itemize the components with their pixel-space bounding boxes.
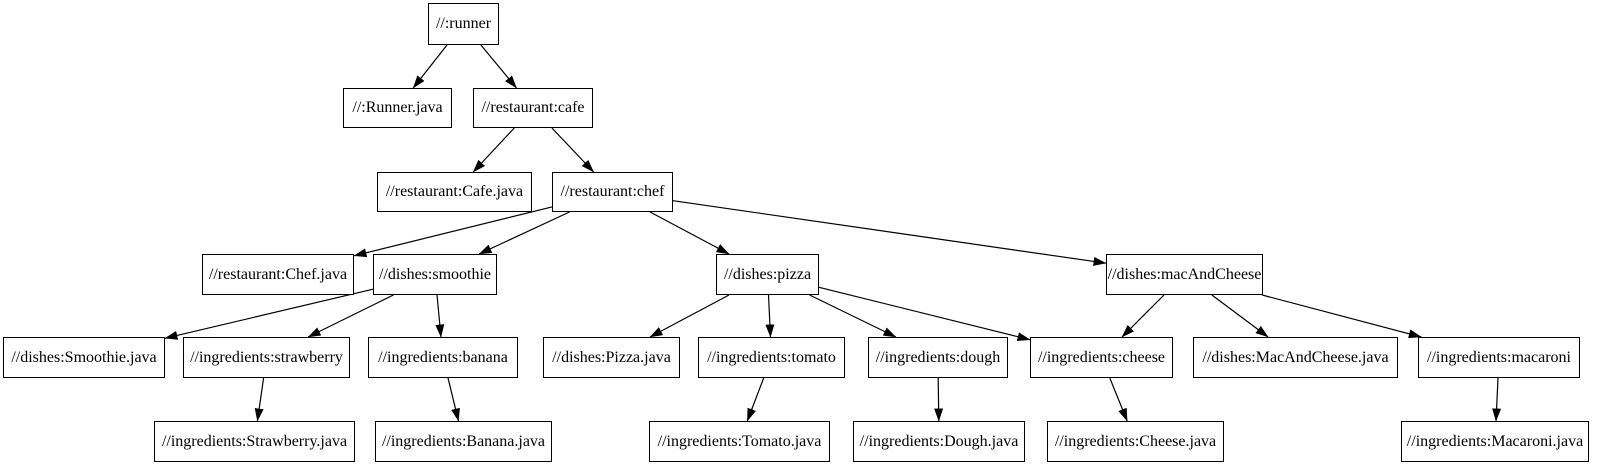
graph-node-mac-and-cheese: //dishes:macAndCheese xyxy=(1106,254,1263,295)
graph-edge-smoothie-to-banana xyxy=(435,294,445,338)
graph-node-macaroni-java: //ingredients:Macaroni.java xyxy=(1401,421,1589,462)
graph-edge-runner-to-cafe xyxy=(480,44,517,89)
graph-edge-pizza-to-dough xyxy=(809,294,897,338)
graph-edge-tomato-to-tomato-java xyxy=(746,377,765,422)
graph-edge-smoothie-to-strawberry xyxy=(307,294,394,338)
graph-node-chef: //restaurant:chef xyxy=(552,172,673,212)
graph-node-tomato-java: //ingredients:Tomato.java xyxy=(649,421,830,462)
graph-node-strawberry: //ingredients:strawberry xyxy=(183,337,350,378)
graph-node-dough: //ingredients:dough xyxy=(868,337,1008,378)
graph-node-mac-and-cheese-java: //dishes:MacAndCheese.java xyxy=(1193,337,1398,378)
graph-edge-chef-to-smoothie xyxy=(478,211,570,255)
graph-edge-mac-and-cheese-to-mac-and-cheese-java xyxy=(1211,294,1269,338)
graph-edge-mac-and-cheese-to-cheese xyxy=(1121,294,1165,338)
graph-edge-strawberry-to-strawberry-java xyxy=(254,377,265,422)
graph-node-pizza: //dishes:pizza xyxy=(716,254,819,295)
graph-edge-chef-to-pizza xyxy=(649,211,730,255)
graph-edge-mac-and-cheese-to-macaroni xyxy=(1262,294,1422,339)
graph-node-cheese-java: //ingredients:Cheese.java xyxy=(1047,421,1224,462)
graph-node-banana: //ingredients:banana xyxy=(368,337,518,378)
graph-node-banana-java: //ingredients:Banana.java xyxy=(375,421,552,462)
graph-edge-banana-to-banana-java xyxy=(447,377,460,422)
graph-node-chef-java: //restaurant:Chef.java xyxy=(202,254,354,295)
graph-edge-runner-to-runner-java xyxy=(412,44,448,89)
graph-node-tomato: //ingredients:tomato xyxy=(698,337,845,378)
graph-node-dough-java: //ingredients:Dough.java xyxy=(853,421,1025,462)
graph-node-strawberry-java: //ingredients:Strawberry.java xyxy=(154,421,355,462)
graph-edge-chef-to-chef-java xyxy=(353,206,553,258)
graph-edge-macaroni-to-macaroni-java xyxy=(1492,377,1502,422)
graph-node-pizza-java: //dishes:Pizza.java xyxy=(543,337,680,378)
graph-node-runner-java: //:Runner.java xyxy=(343,88,452,128)
graph-edge-cheese-to-cheese-java xyxy=(1109,377,1128,422)
graph-edge-cafe-to-chef xyxy=(551,127,595,173)
graph-edge-pizza-to-pizza-java xyxy=(649,294,730,338)
graph-node-macaroni: //ingredients:macaroni xyxy=(1418,337,1580,378)
graph-node-smoothie-java: //dishes:Smoothie.java xyxy=(3,337,165,378)
graph-node-runner: //:runner xyxy=(428,3,499,45)
graph-node-cheese: //ingredients:cheese xyxy=(1030,337,1173,378)
graph-edge-pizza-to-cheese xyxy=(818,286,1031,342)
graph-edge-pizza-to-tomato xyxy=(765,294,775,338)
graph-node-cafe: //restaurant:cafe xyxy=(473,88,593,128)
graph-node-cafe-java: //restaurant:Cafe.java xyxy=(377,172,532,212)
graph-edge-dough-to-dough-java xyxy=(934,377,944,422)
graph-edge-cafe-to-cafe-java xyxy=(472,127,515,173)
graph-node-smoothie: //dishes:smoothie xyxy=(373,254,497,295)
graph-edge-smoothie-to-smoothie-java xyxy=(164,288,374,340)
